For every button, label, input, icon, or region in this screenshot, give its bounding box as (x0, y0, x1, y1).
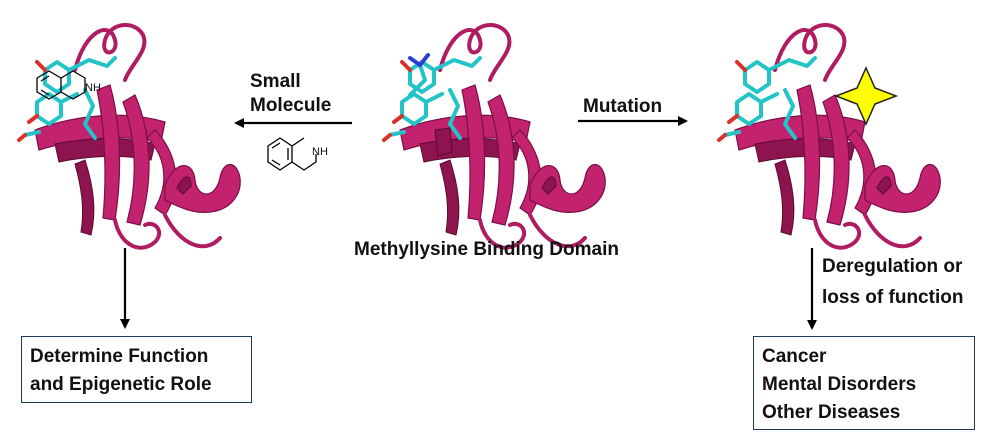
mutation-label: Mutation (583, 96, 663, 117)
right-outcome-box: Cancer Mental Disorders Other Diseases (753, 336, 975, 430)
protein-center (382, 22, 608, 250)
small-molecule-label: Small Molecule (250, 70, 331, 118)
bound-ligand-structure (36, 70, 86, 100)
bound-ligand-nh-label: NH (85, 82, 101, 94)
mutation-star-icon (833, 66, 899, 126)
center-caption: Methyllysine Binding Domain (354, 239, 619, 260)
right-outcome-line: Mental Disorders (762, 374, 917, 395)
deregulation-label: Deregulation or loss of function (822, 255, 963, 310)
right-outcome-line: Other Diseases (762, 402, 901, 423)
deregulation-label-line2: loss of function (822, 287, 964, 308)
small-molecule-label-line2: Molecule (250, 95, 332, 116)
tetrahydroquinoline-structure (267, 137, 317, 171)
small-molecule-label-line1: Small (250, 71, 301, 92)
protein-right-mutated (717, 22, 943, 250)
left-outcome-line: Determine Function (30, 346, 209, 367)
right-outcome-line: Cancer (762, 346, 827, 367)
deregulation-label-line1: Deregulation or (822, 256, 963, 277)
left-outcome-box: Determine Function and Epigenetic Role (21, 336, 252, 403)
protein-left-bound (17, 22, 243, 250)
ligand-nh-label: NH (312, 146, 328, 158)
left-outcome-line: and Epigenetic Role (30, 374, 212, 395)
